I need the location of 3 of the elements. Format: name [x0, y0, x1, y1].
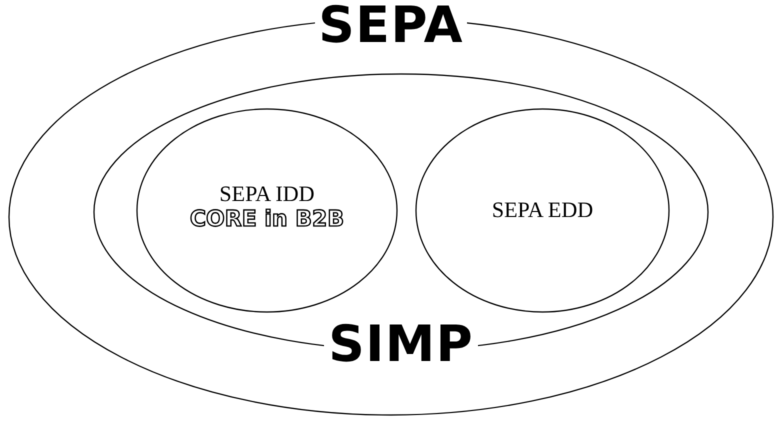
node-label: SEPA IDD: [219, 182, 315, 206]
node-label: SEPA EDD: [492, 198, 594, 222]
node-label: CORE in B2B: [190, 208, 344, 232]
